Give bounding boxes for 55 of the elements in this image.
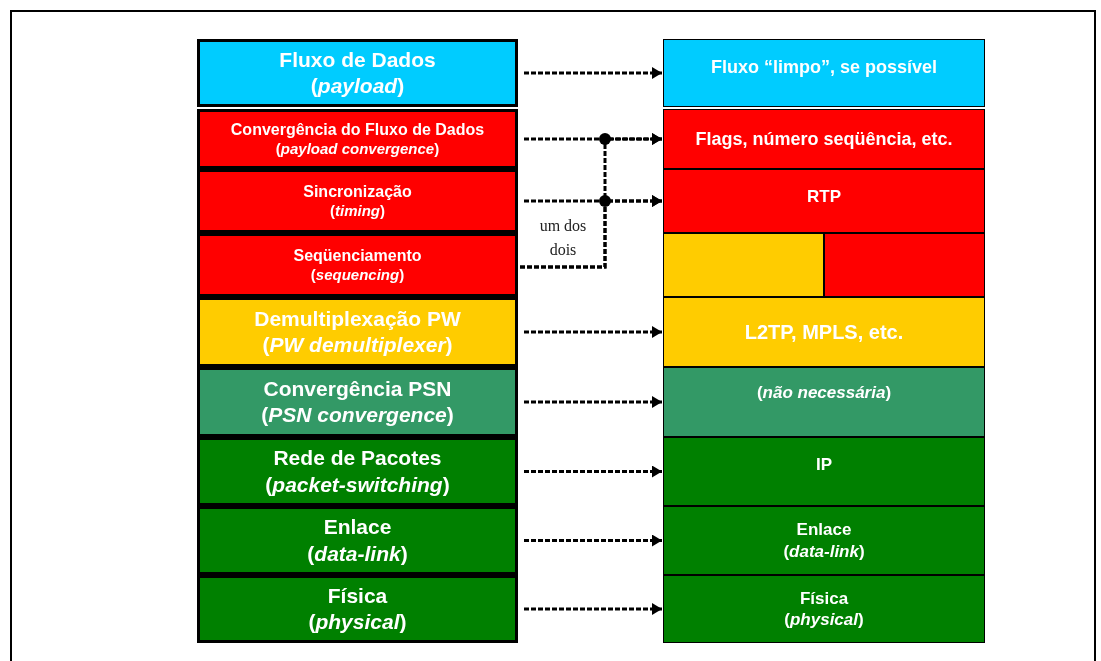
layer-box xyxy=(197,575,518,643)
filler-box xyxy=(663,233,824,297)
layer-name: Sincronização xyxy=(303,181,412,202)
layer-name: Convergência PSN xyxy=(263,375,452,402)
layer-name: L2TP, MPLS, etc. xyxy=(744,319,904,345)
layer-box xyxy=(663,109,985,169)
layer-subtitle: (sequencing) xyxy=(310,265,405,285)
layer-box xyxy=(197,437,518,506)
layer-name: Fluxo de Dados xyxy=(279,46,436,73)
layer-subtitle: (data-link) xyxy=(307,540,408,567)
note-label: um dos dois xyxy=(538,216,588,260)
layer-subtitle: (PW demultiplexer) xyxy=(262,332,453,358)
layer-subtitle: (payload) xyxy=(310,73,405,99)
layer-subtitle: (physical) xyxy=(784,609,864,631)
dashed-arrow xyxy=(520,195,662,269)
layer-box xyxy=(663,575,985,643)
layer-box xyxy=(663,506,985,575)
layer-box xyxy=(197,367,518,437)
layer-name: Física xyxy=(327,582,388,609)
layer-box xyxy=(663,169,985,233)
layer-name: Enlace xyxy=(323,514,392,541)
dashed-arrow xyxy=(524,326,662,338)
layer-box xyxy=(197,506,518,575)
layer-name: Física xyxy=(799,587,849,609)
dashed-arrow xyxy=(524,534,662,547)
dashed-arrow xyxy=(524,67,662,79)
layer-name: Fluxo “limpo”, se possível xyxy=(710,56,938,79)
dashed-arrow xyxy=(524,603,662,615)
layer-name: Seqüenciamento xyxy=(293,245,422,266)
layer-subtitle: (PSN convergence) xyxy=(261,402,454,428)
layer-name: Enlace xyxy=(796,519,852,541)
layer-name: Demultiplexação PW xyxy=(254,305,461,332)
layer-name: Convergência do Fluxo de Dados xyxy=(230,119,485,140)
layer-box xyxy=(663,437,985,506)
layer-box xyxy=(663,39,985,107)
layer-box xyxy=(197,233,518,297)
dashed-arrow xyxy=(524,396,662,408)
layer-box xyxy=(197,169,518,233)
layer-box xyxy=(197,109,518,169)
layer-name: IP xyxy=(815,454,833,476)
layer-box xyxy=(197,39,518,107)
dashed-arrow xyxy=(524,465,662,478)
layer-subtitle: (packet-switching) xyxy=(265,471,450,498)
layer-box xyxy=(197,297,518,367)
layer-name: Rede de Pacotes xyxy=(273,445,442,472)
layer-box xyxy=(663,367,985,437)
layer-name: (não necessária) xyxy=(756,382,892,404)
layer-subtitle: (timing) xyxy=(330,201,385,221)
filler-box xyxy=(824,233,985,297)
layer-name: RTP xyxy=(807,186,841,208)
layer-subtitle: (physical) xyxy=(308,609,407,635)
layer-name: Flags, número seqüência, etc. xyxy=(695,127,953,151)
layer-subtitle: (data-link) xyxy=(783,540,865,562)
layer-subtitle: (payload convergence) xyxy=(275,139,440,159)
layer-box xyxy=(663,297,985,367)
